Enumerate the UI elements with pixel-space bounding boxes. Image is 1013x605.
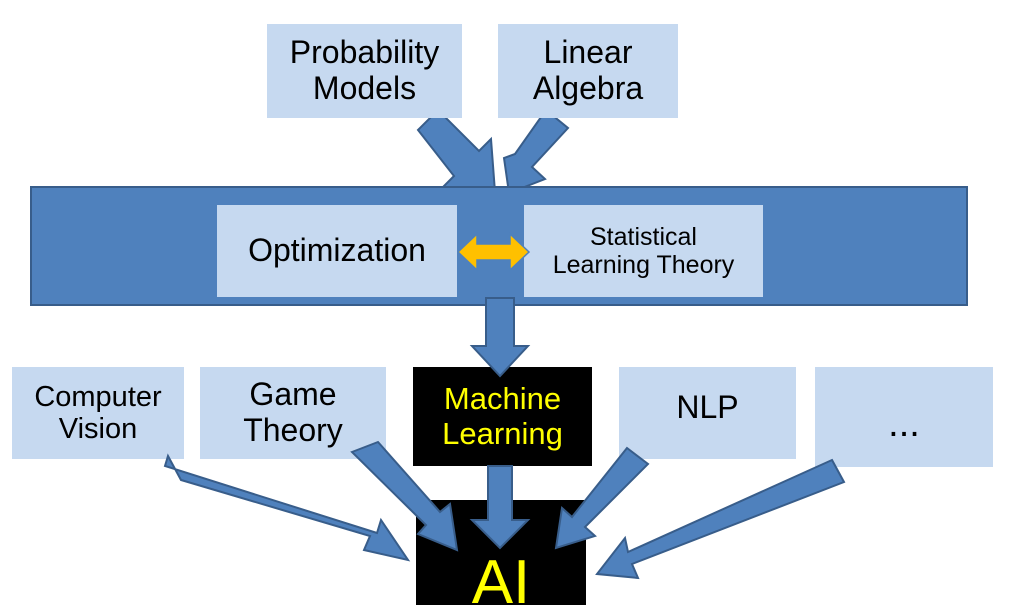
game-theory-box: Game Theory	[200, 367, 386, 459]
arrow-machine-learning-to-ai	[469, 465, 531, 550]
computer-vision-box: Computer Vision	[12, 367, 184, 459]
arrow-core-to-machine-learning	[469, 297, 531, 378]
nlp-box: NLP	[619, 367, 796, 459]
arrow-more-to-ai	[595, 458, 846, 580]
more-fields-box: ...	[815, 367, 993, 467]
arrow-nlp-to-ai	[554, 446, 650, 550]
linear-algebra-box: Linear Algebra	[498, 24, 678, 118]
machine-learning-label: Machine Learning	[442, 380, 563, 451]
optimization-label: Optimization	[248, 232, 426, 269]
double-arrow-optimization-slt	[456, 232, 531, 272]
statistical-learning-theory-label: Statistical Learning Theory	[552, 223, 735, 279]
arrow-game-theory-to-ai	[350, 440, 459, 552]
arrow-computer-vision-to-ai	[163, 453, 411, 562]
more-fields-label: ...	[888, 402, 920, 445]
nlp-label: NLP	[676, 389, 739, 426]
probability-models-label: Probability Models	[289, 34, 440, 106]
optimization-box: Optimization	[217, 205, 457, 297]
ai-label: AI	[471, 548, 531, 605]
game-theory-label: Game Theory	[243, 376, 343, 448]
probability-models-box: Probability Models	[267, 24, 462, 118]
computer-vision-label: Computer Vision	[34, 380, 162, 445]
linear-algebra-label: Linear Algebra	[532, 34, 644, 106]
statistical-learning-theory-box: Statistical Learning Theory	[524, 205, 763, 297]
machine-learning-box: Machine Learning	[413, 367, 592, 466]
